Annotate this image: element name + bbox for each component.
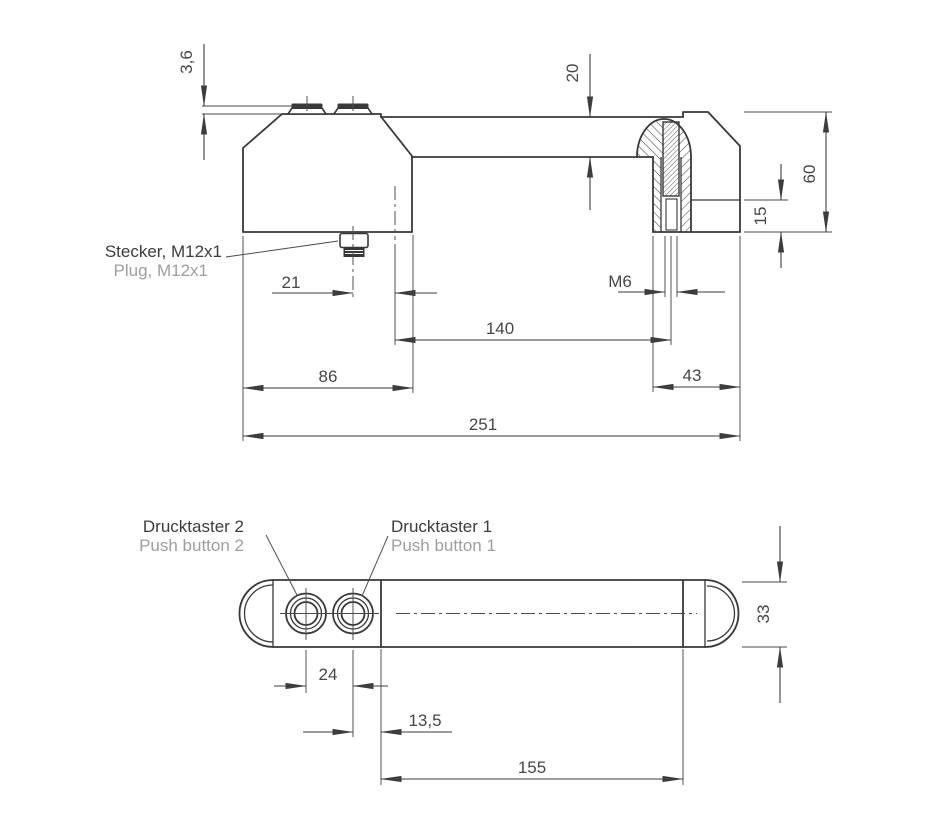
- dimension-label-251: 251: [469, 415, 497, 434]
- dimension-label-43: 43: [683, 366, 702, 385]
- handle-body-outline: [242, 111, 741, 233]
- dimension-label-60: 60: [800, 165, 819, 184]
- dimension-21: 21: [272, 273, 437, 297]
- m6-tapped-hole: [665, 198, 678, 231]
- plug-label-de: Stecker, M12x1: [105, 242, 222, 261]
- dimension-86: 86: [242, 367, 414, 392]
- dimension-label-33: 33: [754, 605, 773, 624]
- bottom-view: Drucktaster 2 Push button 2 Drucktaster …: [139, 517, 787, 785]
- dome-outline: [636, 118, 692, 158]
- dimension-label-86: 86: [319, 367, 338, 386]
- extension-lines-side: [202, 105, 832, 441]
- extension-lines-bottom: [305, 581, 787, 785]
- dimension-33: 33: [754, 526, 784, 703]
- foot-cross-section: [636, 118, 740, 233]
- dimension-140: 140: [394, 319, 672, 344]
- dimension-60: 60: [800, 111, 830, 233]
- dimension-label-m6: M6: [608, 272, 632, 291]
- foot-wall-right-hatch: [681, 157, 691, 232]
- push-button-2-side: [286, 96, 328, 115]
- dimension-label-21: 21: [282, 273, 301, 292]
- dimension-155: 155: [380, 758, 684, 783]
- dimension-24: 24: [274, 665, 388, 690]
- foot-wall-left-hatch: [653, 157, 661, 232]
- plug-thread: [343, 247, 365, 257]
- dimension-13-5: 13,5: [303, 711, 452, 736]
- push-button-2-bottom: [280, 588, 332, 640]
- dimension-label-20: 20: [563, 64, 582, 83]
- dimension-label-13-5: 13,5: [408, 711, 441, 730]
- button2-leader-line: [265, 534, 298, 596]
- plug-body: [339, 232, 369, 249]
- dimension-label-155: 155: [518, 758, 546, 777]
- dimension-3-6: 3,6: [177, 44, 208, 160]
- dimension-43: 43: [652, 366, 741, 391]
- push-button-1-side: [332, 96, 374, 115]
- plug-leader-line: [225, 240, 339, 258]
- dimension-15: 15: [751, 164, 785, 268]
- button2-annotation: Drucktaster 2 Push button 2: [139, 517, 298, 596]
- dimension-label-3-6: 3,6: [177, 50, 196, 74]
- dimension-m6: M6: [608, 272, 725, 296]
- button2-label-de: Drucktaster 2: [143, 517, 244, 536]
- mounting-screw-section: [662, 121, 680, 197]
- button1-leader-line: [361, 535, 389, 597]
- handle-bottom-outline: [238, 579, 740, 648]
- push-button-1-bottom: [327, 588, 379, 640]
- button1-label-de: Drucktaster 1: [391, 517, 492, 536]
- dimension-label-15: 15: [751, 207, 770, 226]
- button2-label-en: Push button 2: [139, 536, 244, 555]
- plug-m12: [339, 226, 369, 300]
- dimension-251: 251: [242, 415, 741, 440]
- plug-annotation: Stecker, M12x1 Plug, M12x1: [105, 240, 339, 280]
- side-view: 3,6 20 60 15 21 M6: [105, 44, 832, 441]
- dimension-label-140: 140: [486, 319, 514, 338]
- dimension-20: 20: [563, 54, 594, 210]
- button1-annotation: Drucktaster 1 Push button 1: [361, 517, 496, 597]
- button1-label-en: Push button 1: [391, 536, 496, 555]
- dimension-label-24: 24: [319, 665, 338, 684]
- plug-label-en: Plug, M12x1: [114, 261, 209, 280]
